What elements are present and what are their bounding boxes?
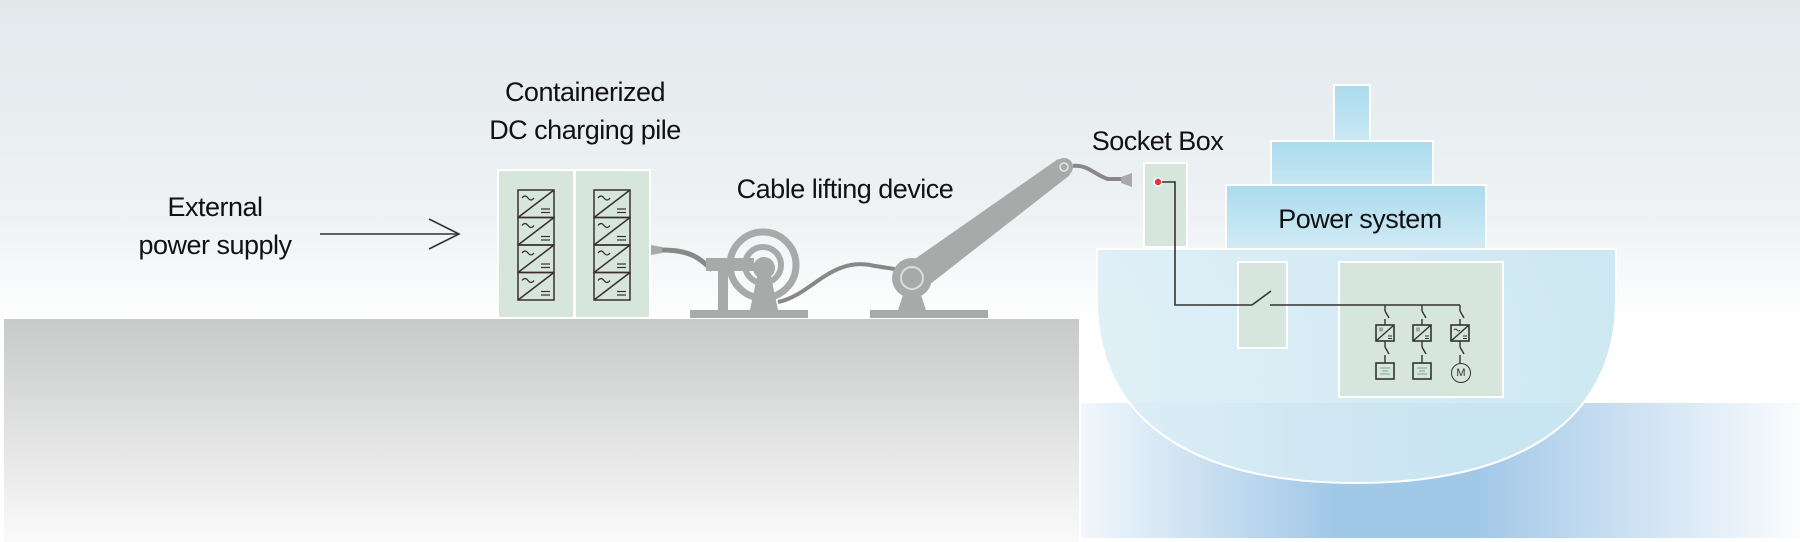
branch-circuit xyxy=(1412,305,1432,380)
socket-box xyxy=(1143,162,1188,248)
cable-lifting-arm xyxy=(870,158,1132,318)
external-power-label: External power supply xyxy=(120,188,310,264)
ship-superstructure xyxy=(1225,84,1487,250)
charging-pile-container xyxy=(497,169,651,319)
arrow-right-icon xyxy=(320,218,461,250)
charging-pile-line1: Containerized xyxy=(504,77,666,107)
motor-label: M xyxy=(1456,367,1466,379)
socket-indicator xyxy=(1153,177,1163,187)
ac-dc-converter-icon xyxy=(517,271,555,301)
ac-dc-converter-icon xyxy=(517,189,555,219)
wiring xyxy=(1162,181,1460,306)
charging-pile-label: Containerized DC charging pile xyxy=(460,73,710,149)
charging-pile-line2: DC charging pile xyxy=(489,115,681,145)
charging-cable xyxy=(651,245,714,272)
power-system-label: Power system xyxy=(1278,204,1442,234)
quay-ground xyxy=(4,319,1079,542)
cable-lifting-label: Cable lifting device xyxy=(736,174,954,204)
external-power-line1: External xyxy=(167,192,263,222)
ac-dc-converter-icon xyxy=(593,271,631,301)
external-power-line2: power supply xyxy=(138,230,292,260)
branch-circuit xyxy=(1450,305,1470,363)
socket-box-label: Socket Box xyxy=(1091,126,1224,156)
motor-symbol: M xyxy=(1451,363,1471,383)
branch-circuit xyxy=(1375,305,1395,380)
cable-reel xyxy=(690,228,899,318)
